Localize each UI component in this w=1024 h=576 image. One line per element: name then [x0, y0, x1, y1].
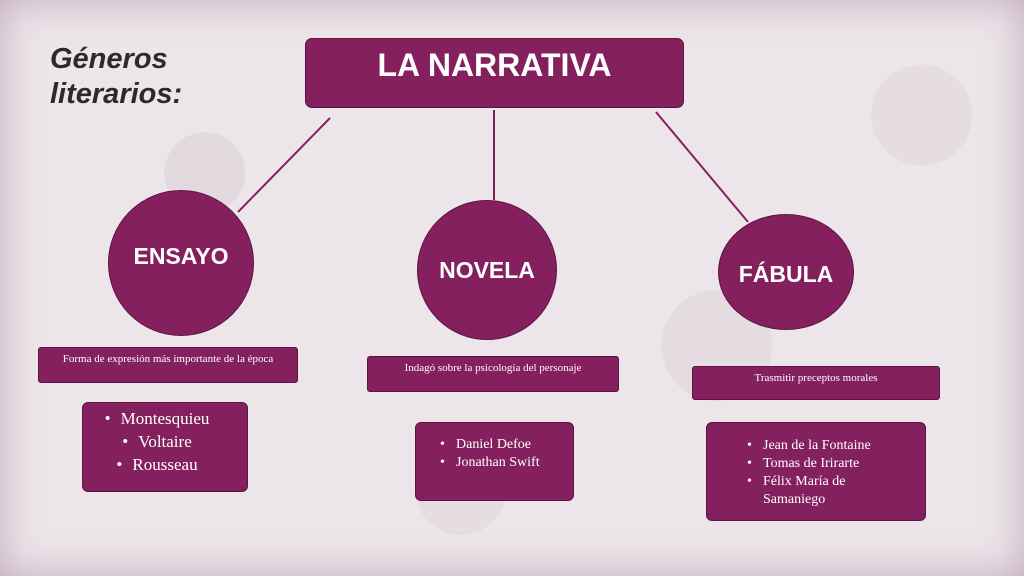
author-item: Félix María de Samaniego	[747, 473, 875, 509]
node-novela: NOVELA	[417, 200, 557, 340]
slide-title-line2: literarios:	[50, 78, 183, 110]
authors-novela-list: Daniel Defoe Jonathan Swift	[440, 436, 573, 472]
author-item: Voltaire	[122, 430, 191, 453]
node-fabula: FÁBULA	[718, 214, 854, 330]
desc-fabula-text: Trasmitir preceptos morales	[754, 372, 878, 384]
author-item: Daniel Defoe	[440, 436, 573, 454]
root-label: LA NARRATIVA	[377, 47, 612, 83]
authors-fabula: Jean de la Fontaine Tomas de Irirarte Fé…	[706, 422, 926, 521]
node-ensayo: ENSAYO	[108, 190, 254, 336]
author-item: Montesquieu	[105, 407, 210, 430]
root-node: LA NARRATIVA	[305, 38, 684, 108]
desc-ensayo: Forma de expresión más importante de la …	[38, 347, 298, 383]
desc-fabula: Trasmitir preceptos morales	[692, 366, 940, 400]
node-novela-label: NOVELA	[439, 257, 535, 283]
author-item: Rousseau	[116, 453, 197, 476]
desc-ensayo-text: Forma de expresión más importante de la …	[62, 353, 274, 365]
author-item: Jonathan Swift	[440, 454, 573, 472]
authors-novela: Daniel Defoe Jonathan Swift	[415, 422, 574, 501]
author-item: Tomas de Irirarte	[747, 455, 915, 473]
node-ensayo-label: ENSAYO	[133, 243, 229, 269]
author-item: Jean de la Fontaine	[747, 437, 915, 455]
slide-title: Géneros literarios:	[50, 42, 182, 112]
slide-title-line1: Géneros	[50, 43, 168, 75]
connector-root-fabula	[655, 111, 749, 223]
connector-root-ensayo	[237, 117, 331, 213]
authors-ensayo: Montesquieu Voltaire Rousseau	[82, 402, 248, 492]
desc-novela-text: Indagó sobre la psicología del personaje	[404, 362, 582, 374]
node-fabula-label: FÁBULA	[738, 261, 834, 287]
desc-novela: Indagó sobre la psicología del personaje	[367, 356, 619, 392]
authors-fabula-list: Jean de la Fontaine Tomas de Irirarte Fé…	[747, 437, 915, 509]
authors-ensayo-list: Montesquieu Voltaire Rousseau	[83, 407, 247, 476]
